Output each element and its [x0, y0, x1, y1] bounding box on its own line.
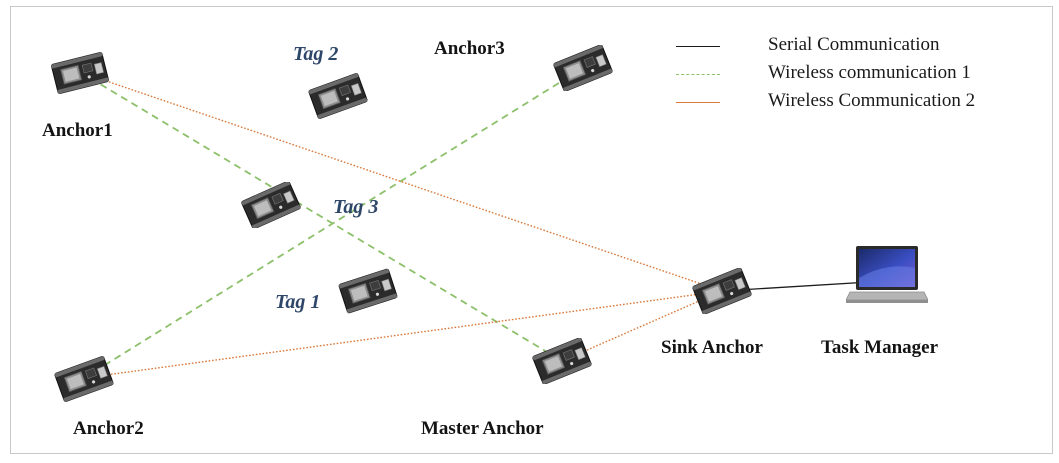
master-anchor-board-icon [532, 338, 592, 384]
tag3-board-icon [241, 182, 301, 228]
legend-label-wireless1: Wireless communication 1 [768, 62, 971, 83]
anchor3-board-icon [553, 45, 613, 91]
anchor3-label: Anchor3 [434, 38, 505, 59]
legend-swatch-serial [676, 46, 720, 47]
sink-anchor-board-icon [692, 268, 752, 314]
legend-item-wireless1: Wireless communication 1 [676, 62, 1036, 90]
anchor2-label: Anchor2 [73, 418, 144, 439]
tag2-label: Tag 2 [293, 43, 339, 65]
legend-item-serial: Serial Communication [676, 34, 1036, 62]
tag2-board-icon [308, 73, 368, 119]
anchor1-label: Anchor1 [42, 120, 113, 141]
link-anchor1-to-master-anchor [79, 71, 563, 362]
anchor1-board-icon [50, 51, 110, 95]
sink-anchor-label: Sink Anchor [661, 337, 763, 358]
tag1-label: Tag 1 [275, 291, 321, 313]
tag3-label: Tag 3 [333, 196, 379, 218]
diagram-frame [10, 6, 1053, 454]
legend-item-wireless2: Wireless Communication 2 [676, 90, 1036, 118]
link-anchor2-to-sink-anchor [83, 290, 723, 379]
legend-swatch-wireless1 [676, 74, 720, 75]
tag1-board-icon [338, 268, 398, 314]
anchor2-board-icon [54, 356, 114, 402]
link-anchor1-to-sink-anchor [79, 71, 723, 292]
link-anchor2-to-anchor3 [83, 67, 584, 379]
legend-swatch-wireless2 [676, 102, 720, 103]
task-manager-label: Task Manager [821, 337, 939, 358]
laptop-icon [846, 246, 928, 303]
legend-label-wireless2: Wireless Communication 2 [768, 90, 976, 111]
master-anchor-label: Master Anchor [421, 418, 544, 439]
legend-label-serial: Serial Communication [768, 34, 940, 55]
